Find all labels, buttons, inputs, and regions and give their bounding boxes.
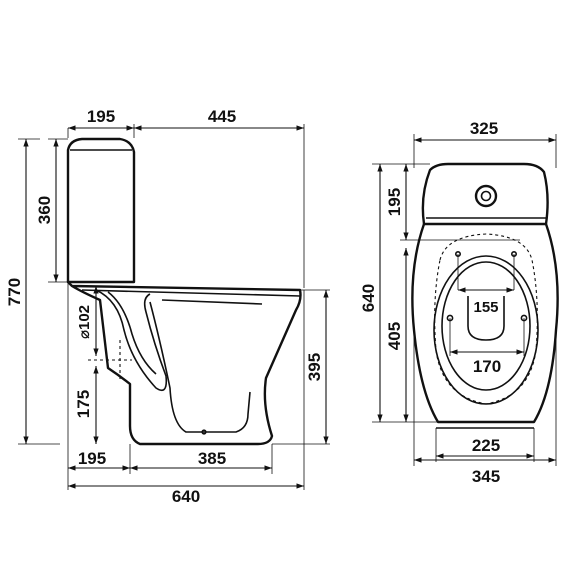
dim-total-height: 770 (5, 278, 24, 306)
dim-total-width: 345 (472, 467, 500, 486)
drain-outline (467, 296, 505, 341)
dim-tank-height: 360 (35, 196, 54, 224)
drain-hole (201, 429, 207, 435)
bowl-opening (433, 255, 539, 405)
dim-base-width: 225 (472, 436, 500, 455)
dim-total-depth: 640 (359, 284, 378, 312)
bowl-inner-wall (161, 299, 263, 305)
flush-button-icon (474, 184, 498, 208)
rim-line (81, 289, 301, 297)
dim-tank-depth: 195 (385, 188, 404, 216)
flush-button-inner-icon (480, 190, 492, 202)
tank-top-outline (421, 162, 549, 226)
bowl-basin (149, 301, 251, 433)
bowl-outline (66, 280, 302, 446)
dim-top-right-width: 445 (208, 107, 236, 126)
dim-total-length: 640 (172, 487, 200, 506)
dim-bottom-left-width: 195 (78, 449, 106, 468)
side-view: 195 445 360 770 ⌀102 175 395 195 385 6 (5, 107, 330, 506)
dim-mount-width: 170 (473, 357, 501, 376)
bowl-inner-ring (441, 261, 531, 391)
dim-tank-width: 325 (470, 119, 498, 138)
bowl-top-outline (411, 222, 559, 424)
dim-bowl-depth: 405 (385, 322, 404, 350)
dim-seat-height: 395 (305, 353, 324, 381)
trap-outer (95, 289, 168, 392)
trap-inner (107, 291, 157, 375)
dim-outlet-height: 175 (74, 390, 93, 418)
tank-outline (66, 137, 136, 284)
dim-outlet-diameter: ⌀102 (76, 305, 93, 339)
dim-top-left-width: 195 (87, 107, 115, 126)
dim-inner-width: 155 (473, 299, 498, 316)
dim-bottom-right-width: 385 (198, 449, 226, 468)
top-view: 325 195 640 405 155 170 225 345 (359, 119, 559, 486)
